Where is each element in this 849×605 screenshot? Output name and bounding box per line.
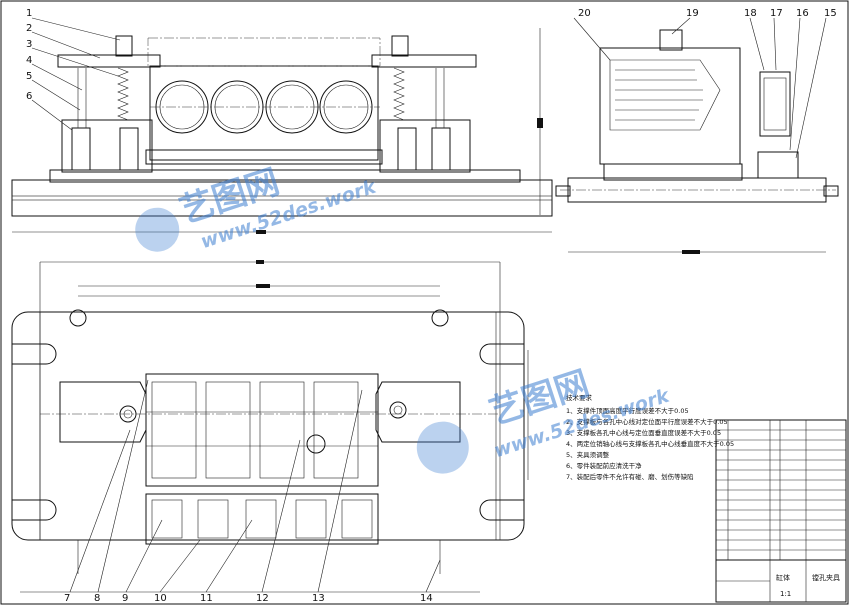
part-number-11: 11: [200, 593, 213, 604]
tech-note-1: 1、支撑件顶面高度平行度误差不大于0.05: [566, 406, 689, 415]
part-number-5: 5: [26, 71, 32, 82]
part-number-15: 15: [824, 8, 837, 19]
tech-note-3: 3、支撑板各孔中心线与定位面垂直度误差不大于0.05: [566, 428, 721, 437]
tech-note-5: 5、夹具须调整: [566, 450, 610, 459]
watermark-top: 艺图网 www.52des.work: [135, 162, 380, 253]
part-number-1: 1: [26, 8, 32, 19]
part-number-4: 4: [26, 55, 32, 66]
part-number-18: 18: [744, 8, 757, 19]
title-block-scale: 1:1: [780, 590, 791, 598]
part-number-6: 6: [26, 91, 32, 102]
tech-notes-title: 技术要求: [566, 393, 593, 402]
tech-note-2: 2、支撑板与各孔中心线对定位面平行度误差不大于0.05: [566, 417, 728, 426]
part-number-20: 20: [578, 8, 591, 19]
part-number-8: 8: [94, 593, 100, 604]
part-number-13: 13: [312, 593, 325, 604]
part-number-labels: 1 2 3 4 5 6 20 19 18 17 16 15 7 8 9 10 1…: [26, 8, 837, 604]
top-view: [11, 260, 529, 593]
parts-list-table: 缸体 镗孔夹具 1:1: [715, 419, 847, 603]
part-number-19: 19: [686, 8, 699, 19]
part-number-2: 2: [26, 23, 32, 34]
title-block-part-name: 缸体: [776, 573, 790, 582]
part-number-16: 16: [796, 8, 809, 19]
part-number-14: 14: [420, 593, 433, 604]
part-number-17: 17: [770, 8, 783, 19]
tech-note-4: 4、两定位销轴心线与支撑板各孔中心线垂直度不大于0.05: [566, 439, 734, 448]
tech-note-6: 6、零件装配前应清洗干净: [566, 461, 642, 470]
technical-requirements: 技术要求 1、支撑件顶面高度平行度误差不大于0.05 2、支撑板与各孔中心线对定…: [566, 393, 734, 481]
side-view: [555, 17, 839, 254]
part-number-7: 7: [64, 593, 70, 604]
front-view: [11, 17, 553, 234]
part-number-3: 3: [26, 39, 32, 50]
part-number-10: 10: [154, 593, 167, 604]
part-number-12: 12: [256, 593, 269, 604]
tech-note-7: 7、装配后零件不允许有碰、磨、划伤等缺陷: [566, 472, 694, 481]
part-number-9: 9: [122, 593, 128, 604]
title-block-drawing-name: 镗孔夹具: [812, 573, 840, 582]
